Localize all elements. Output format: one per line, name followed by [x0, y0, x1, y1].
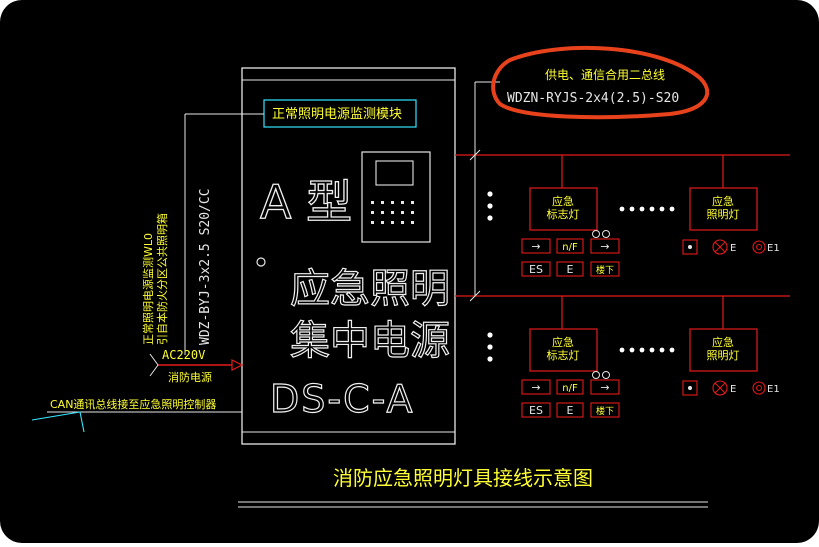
nf-symbol: n/F — [562, 242, 578, 253]
ellipsis-dot — [669, 206, 675, 212]
bus-cable-spec: WDZN-RYJS-2x4(2.5)-S20 — [507, 91, 679, 106]
ellipsis-dot — [619, 206, 625, 212]
ellipsis-dot — [639, 206, 645, 212]
cabinet-type-label: A 型 — [260, 175, 352, 229]
ellipsis-dot — [487, 203, 493, 209]
round-lamp-icon — [752, 240, 766, 254]
lighting-lamp-label: 应急照明灯 — [707, 335, 740, 362]
control-panel — [361, 151, 431, 243]
cabinet-model: DS-C-A — [270, 377, 415, 421]
ellipsis-dot — [629, 347, 635, 353]
monitor-source-label: 引自本防火分区公共照明箱 — [155, 213, 169, 345]
sign-lamp-label: 应急标志灯 — [547, 194, 580, 221]
ellipsis-dot — [659, 347, 665, 353]
lighting-lamp-box — [689, 187, 758, 231]
ellipsis-dot — [619, 347, 625, 353]
cabinet-name-line1: 应急照明 — [290, 266, 450, 312]
monitor-line-label: 正常照明电源监测WL0 — [141, 233, 155, 345]
panel-keypad-icon — [371, 201, 414, 224]
ellipsis-dot — [487, 332, 493, 338]
bus-title: 供电、通信合用二总线 — [545, 67, 665, 82]
sign-lamp-label: 应急标志灯 — [547, 335, 580, 362]
cabinet-lock-icon — [256, 257, 266, 267]
power-arrow-icon — [231, 359, 244, 371]
sign-lamp-box — [529, 187, 598, 231]
double-sign-symbol — [590, 238, 620, 254]
floor-symbol: 楼下 — [596, 405, 614, 417]
sign-lamp-box — [529, 328, 598, 372]
e-symbol: E — [567, 404, 574, 417]
direction-arrow-icon: → — [600, 240, 609, 253]
ellipsis-dot — [487, 356, 493, 362]
can-bus-label: CAN通讯总线接至应急照明控制器 — [50, 397, 216, 411]
ellipsis-dot — [487, 344, 493, 350]
e-mark: E — [730, 243, 736, 254]
e-mark: E — [730, 384, 736, 395]
power-source-label: 消防电源 — [168, 370, 212, 384]
nf-symbol: n/F — [562, 383, 578, 394]
ellipsis-dot — [487, 215, 493, 221]
power-voltage-label: AC220V — [162, 348, 205, 362]
lighting-lamp-box — [689, 328, 758, 372]
cross-lamp-icon — [712, 380, 728, 396]
e1-mark: E1 — [767, 243, 780, 254]
double-sign-symbol — [590, 379, 620, 395]
cabinet-name-line2: 集中电源 — [290, 318, 450, 364]
round-lamp-icon — [752, 381, 766, 395]
direction-arrow-icon: → — [600, 381, 609, 394]
es-symbol: ES — [529, 404, 543, 417]
exit-arrow-icon: → — [531, 381, 540, 394]
exit-arrow-icon: → — [531, 240, 540, 253]
fixture-row: 应急标志灯 应急照明灯 → n/F → ES E 楼下 E E1 — [487, 155, 780, 277]
ellipsis-dot — [487, 191, 493, 197]
lighting-lamp-label: 应急照明灯 — [707, 194, 740, 221]
exit-sign-symbol — [521, 238, 551, 254]
cable-spec-label: WDZ-BYJ-3x2.5 S20/CC — [198, 188, 213, 345]
cross-lamp-icon — [712, 239, 728, 255]
exit-sign-symbol — [521, 379, 551, 395]
luminaire-box-icon — [682, 380, 698, 396]
e1-mark: E1 — [767, 384, 780, 395]
bus-annotation: 供电、通信合用二总线 WDZN-RYJS-2x4(2.5)-S20 — [455, 45, 790, 302]
luminaire-box-icon — [682, 239, 698, 255]
floor-symbol: 楼下 — [596, 264, 614, 276]
panel-display-icon — [375, 160, 414, 186]
e-symbol: E — [567, 263, 574, 276]
ellipsis-dot — [659, 206, 665, 212]
ellipsis-dot — [649, 347, 655, 353]
es-symbol: ES — [529, 263, 543, 276]
ellipsis-dot — [629, 206, 635, 212]
diagram-title: 消防应急照明灯具接线示意图 — [333, 466, 593, 490]
ellipsis-dot — [669, 347, 675, 353]
left-wiring: WDZ-BYJ-3x2.5 S20/CC 正常照明电源监测WL0 引自本防火分区… — [31, 113, 264, 433]
ellipsis-dot — [639, 347, 645, 353]
fixture-row: 应急标志灯 应急照明灯 → n/F → ES E 楼下 E E1 — [487, 296, 780, 418]
power-cabinet: 正常照明电源监测模块 A 型 应急照明 集中电源 DS-C-A — [241, 67, 456, 445]
highlight-ellipse — [491, 45, 710, 120]
ellipsis-dot — [649, 206, 655, 212]
monitor-module-label: 正常照明电源监测模块 — [272, 107, 402, 122]
